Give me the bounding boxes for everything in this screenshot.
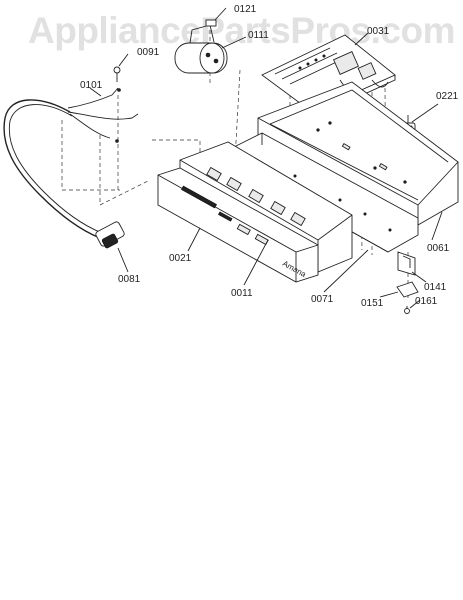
retaining-clip [396, 281, 419, 298]
label-0151: 0151 [361, 298, 384, 309]
label-0071: 0071 [311, 294, 334, 305]
part-labels: 0121 0111 0031 0091 0101 0221 0061 0021 … [80, 4, 459, 309]
label-0011: 0011 [231, 288, 253, 299]
label-0031: 0031 [367, 26, 390, 37]
label-0141: 0141 [424, 282, 447, 293]
label-0101: 0101 [80, 80, 103, 91]
mounting-bracket [397, 251, 416, 276]
power-cord [3, 99, 125, 249]
callout-leaders [89, 7, 443, 309]
label-0091: 0091 [137, 47, 160, 58]
screw [113, 66, 121, 82]
control-board [261, 34, 396, 119]
label-0221: 0221 [436, 91, 459, 102]
label-0021: 0021 [169, 253, 192, 264]
label-0061: 0061 [427, 243, 450, 254]
label-0111: 0111 [248, 30, 269, 41]
label-0121: 0121 [234, 4, 257, 15]
watermark: AppliancePartsPros.com [28, 10, 455, 51]
wire-leads [67, 87, 139, 143]
control-overlay: Amana [157, 167, 319, 283]
label-0081: 0081 [118, 274, 141, 285]
capacitor [174, 19, 228, 74]
small-screw [404, 306, 410, 314]
label-0161: 0161 [415, 296, 438, 307]
